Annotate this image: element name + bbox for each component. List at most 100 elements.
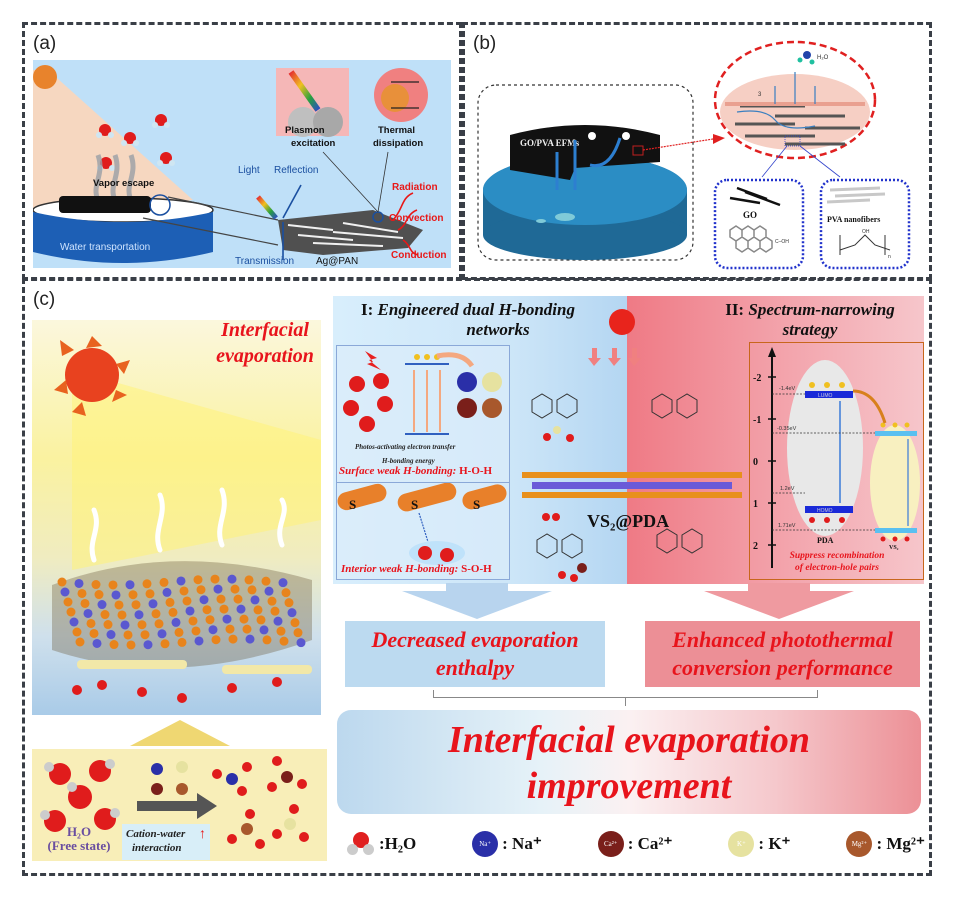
lattice-atom	[57, 577, 67, 587]
lattice-atom	[242, 624, 252, 634]
radiation-label: Radiation	[392, 182, 438, 193]
lattice-atom	[253, 605, 263, 615]
pda-molecules	[531, 393, 703, 559]
level-1: -1.4eV	[779, 386, 796, 392]
legend-label: : Mg²⁺	[876, 834, 925, 853]
lumo-label: LUMO	[818, 393, 833, 399]
suppress-line1: Suppress recombination	[789, 551, 885, 561]
cation-water-box: H₂O (Free state) Cation-water interactio…	[32, 749, 327, 861]
go-box	[713, 178, 805, 270]
lattice-atom	[143, 640, 153, 650]
panel-a-illustration: Vapor escape Water transportation Light …	[33, 60, 451, 268]
section-2-prefix: II:	[725, 300, 745, 319]
zoom-circle	[149, 194, 171, 216]
transfer-arrow	[852, 389, 887, 424]
lightning-icon	[365, 351, 381, 370]
lattice-atom	[120, 620, 130, 630]
panel-b-svg: GO/PVA EFMs H₂O 3	[477, 40, 911, 270]
evaporation-svg	[52, 336, 321, 703]
lattice-atom	[103, 620, 113, 630]
conduction-label: Conduction	[391, 250, 447, 261]
water-transportation-label: Water transportation	[60, 242, 150, 253]
level-3: 1.2eV	[780, 486, 795, 492]
water-molecule	[227, 683, 237, 693]
blue-down-arrow	[446, 583, 508, 591]
lattice-atom	[159, 577, 169, 587]
lattice-atom	[168, 607, 178, 617]
lattice-atom	[171, 617, 181, 627]
lumo-bar	[805, 391, 853, 398]
vs2-label: VS₂	[889, 545, 899, 551]
lattice-atom	[230, 584, 240, 594]
lattice-atom	[154, 619, 164, 629]
lattice-atom	[293, 628, 303, 638]
panel-b-label: (b)	[473, 33, 497, 54]
surface-suffix: H-O-H	[459, 465, 493, 477]
lattice-atom	[108, 580, 118, 590]
red-down-arrow	[748, 583, 810, 591]
surface-hbond-svg	[343, 351, 502, 435]
lattice-atom	[109, 640, 119, 650]
interior-hbonding-label: Interior weak H-bonding: S-O-H	[341, 563, 492, 575]
lattice-atom	[213, 584, 223, 594]
section-2-title-line1: Spectrum-narrowing	[748, 300, 895, 319]
ion-swatch-icon: Na⁺	[472, 831, 499, 857]
lattice-atom	[233, 594, 243, 604]
membrane-box	[477, 84, 694, 261]
ion-swatch-icon: Ca²⁺	[597, 831, 624, 857]
increase-arrow-icon: ↑	[199, 827, 206, 842]
water-molecule	[97, 680, 107, 690]
lattice-atom	[182, 596, 192, 606]
hbonding-box: Photos-activating electron transfer H-bo…	[336, 345, 510, 580]
vs2-ellipse	[870, 425, 920, 541]
light-label: Light	[238, 165, 260, 176]
vapor-escape-label: Vapor escape	[93, 178, 154, 189]
lattice-atom	[148, 599, 158, 609]
section-2-title-line2: strategy	[782, 320, 838, 339]
surface-prefix: Surface weak H-bonding:	[339, 465, 457, 477]
lattice-atom	[177, 637, 187, 647]
excitation-arrows	[413, 370, 441, 432]
lattice-atom	[94, 590, 104, 600]
water-ring	[343, 373, 393, 432]
water-flow-arrows	[555, 137, 622, 190]
suppress-recombination-label: Suppress recombination of electron-hole …	[752, 550, 922, 574]
ag-pan-label: Ag@PAN	[316, 256, 358, 267]
lattice-atom	[92, 638, 102, 648]
up-arrow	[130, 720, 230, 746]
lattice-atom	[157, 629, 167, 639]
lattice-atom	[196, 585, 206, 595]
lattice-atom	[281, 588, 291, 598]
water-tank	[33, 212, 213, 263]
lattice-atom	[160, 639, 170, 649]
sunbeam	[33, 70, 193, 220]
section-2-title: II: Spectrum-narrowing strategy	[690, 300, 930, 340]
lattice-atom	[69, 617, 79, 627]
vs2-layer	[522, 472, 742, 498]
hbond-energy-label: H-bonding energy	[382, 457, 435, 465]
lattice-atom	[151, 609, 161, 619]
lattice-atom	[66, 607, 76, 617]
lattice-atom	[83, 608, 93, 618]
lattice-atom	[239, 614, 249, 624]
reflection-arrow	[282, 184, 302, 219]
ion-swatch-icon: K⁺	[728, 831, 755, 857]
section-1-prefix: I:	[361, 300, 374, 319]
lattice-atom	[296, 638, 306, 648]
lattice-atom	[279, 636, 289, 646]
legend-item: :H₂O	[345, 832, 416, 856]
lattice-atom	[74, 578, 84, 588]
pva-structure	[839, 234, 891, 255]
lattice-atom	[278, 578, 288, 588]
transform-arrow	[137, 801, 197, 811]
light-beam	[256, 195, 278, 220]
lattice-atom	[145, 589, 155, 599]
water-molecule	[177, 693, 187, 703]
lattice-atom	[123, 630, 133, 640]
interfacial-evaporation-title: Interfacial evaporation	[210, 317, 320, 369]
lattice-atom	[140, 630, 150, 640]
interfacial-evaporation-illustration	[32, 320, 321, 715]
reflection-label: Reflection	[274, 165, 318, 176]
suppress-line2: of electron-hole pairs	[795, 563, 879, 573]
fish-icon	[555, 213, 575, 221]
